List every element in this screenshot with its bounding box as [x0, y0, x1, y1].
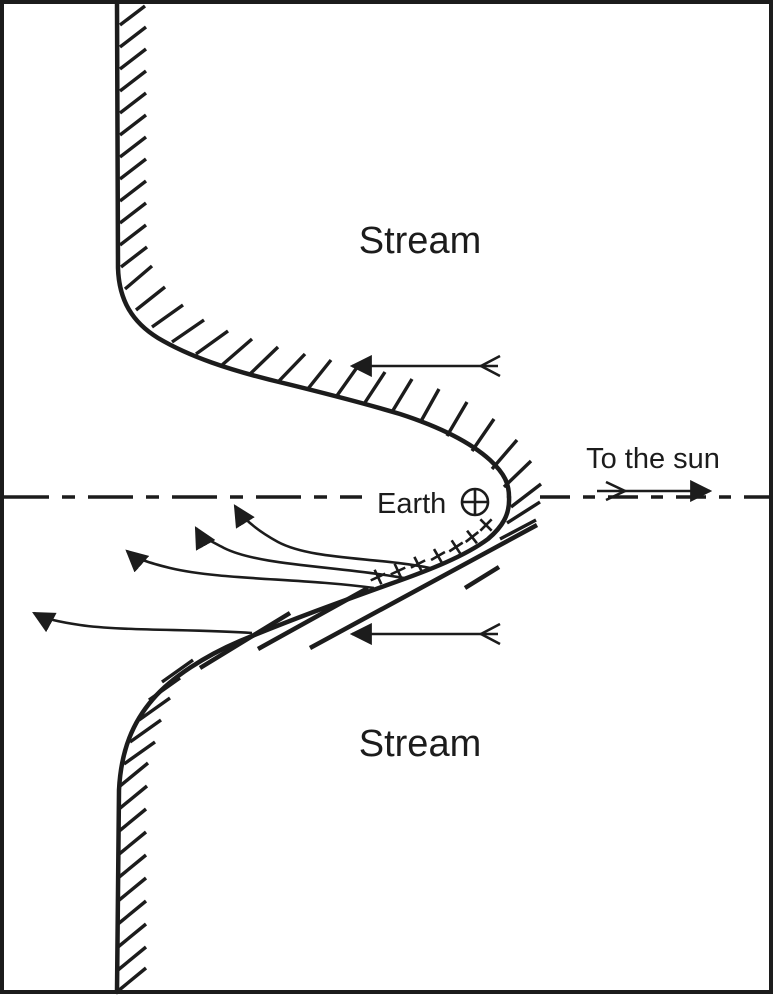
stream-bottom-label: Stream [359, 723, 481, 765]
lower-stream-flow-arrow [349, 622, 501, 646]
lower-flow-chevron [478, 622, 501, 646]
field-line-arrow-1 [233, 504, 431, 570]
sunward-arrow [597, 479, 713, 503]
field-line-arrow-2 [194, 526, 405, 580]
plus-mark [479, 518, 493, 532]
plus-mark [448, 539, 464, 555]
lower-stream-boundary [114, 494, 512, 995]
to-the-sun-label: To the sun [586, 443, 720, 475]
earth-symbol-cross [462, 489, 488, 515]
sunward-chevron [605, 480, 629, 502]
stream-top-label: Stream [359, 220, 481, 262]
plus-mark [390, 563, 406, 579]
upper-stream-boundary [114, 0, 512, 500]
upper-boundary-hatching [118, 4, 543, 541]
earth-label: Earth [377, 488, 446, 520]
field-line-arrow-4 [32, 611, 253, 635]
upper-flow-chevron [478, 354, 501, 378]
plus-mark [464, 529, 480, 545]
field-line-arrows [32, 504, 431, 635]
upper-stream-flow-arrow [349, 354, 501, 378]
current-sheet-strokes [198, 523, 539, 670]
plus-mark [430, 548, 446, 564]
lower-boundary-hatching [116, 658, 194, 993]
earth-symbol-icon [460, 487, 490, 517]
field-line-arrow-3 [125, 549, 375, 590]
